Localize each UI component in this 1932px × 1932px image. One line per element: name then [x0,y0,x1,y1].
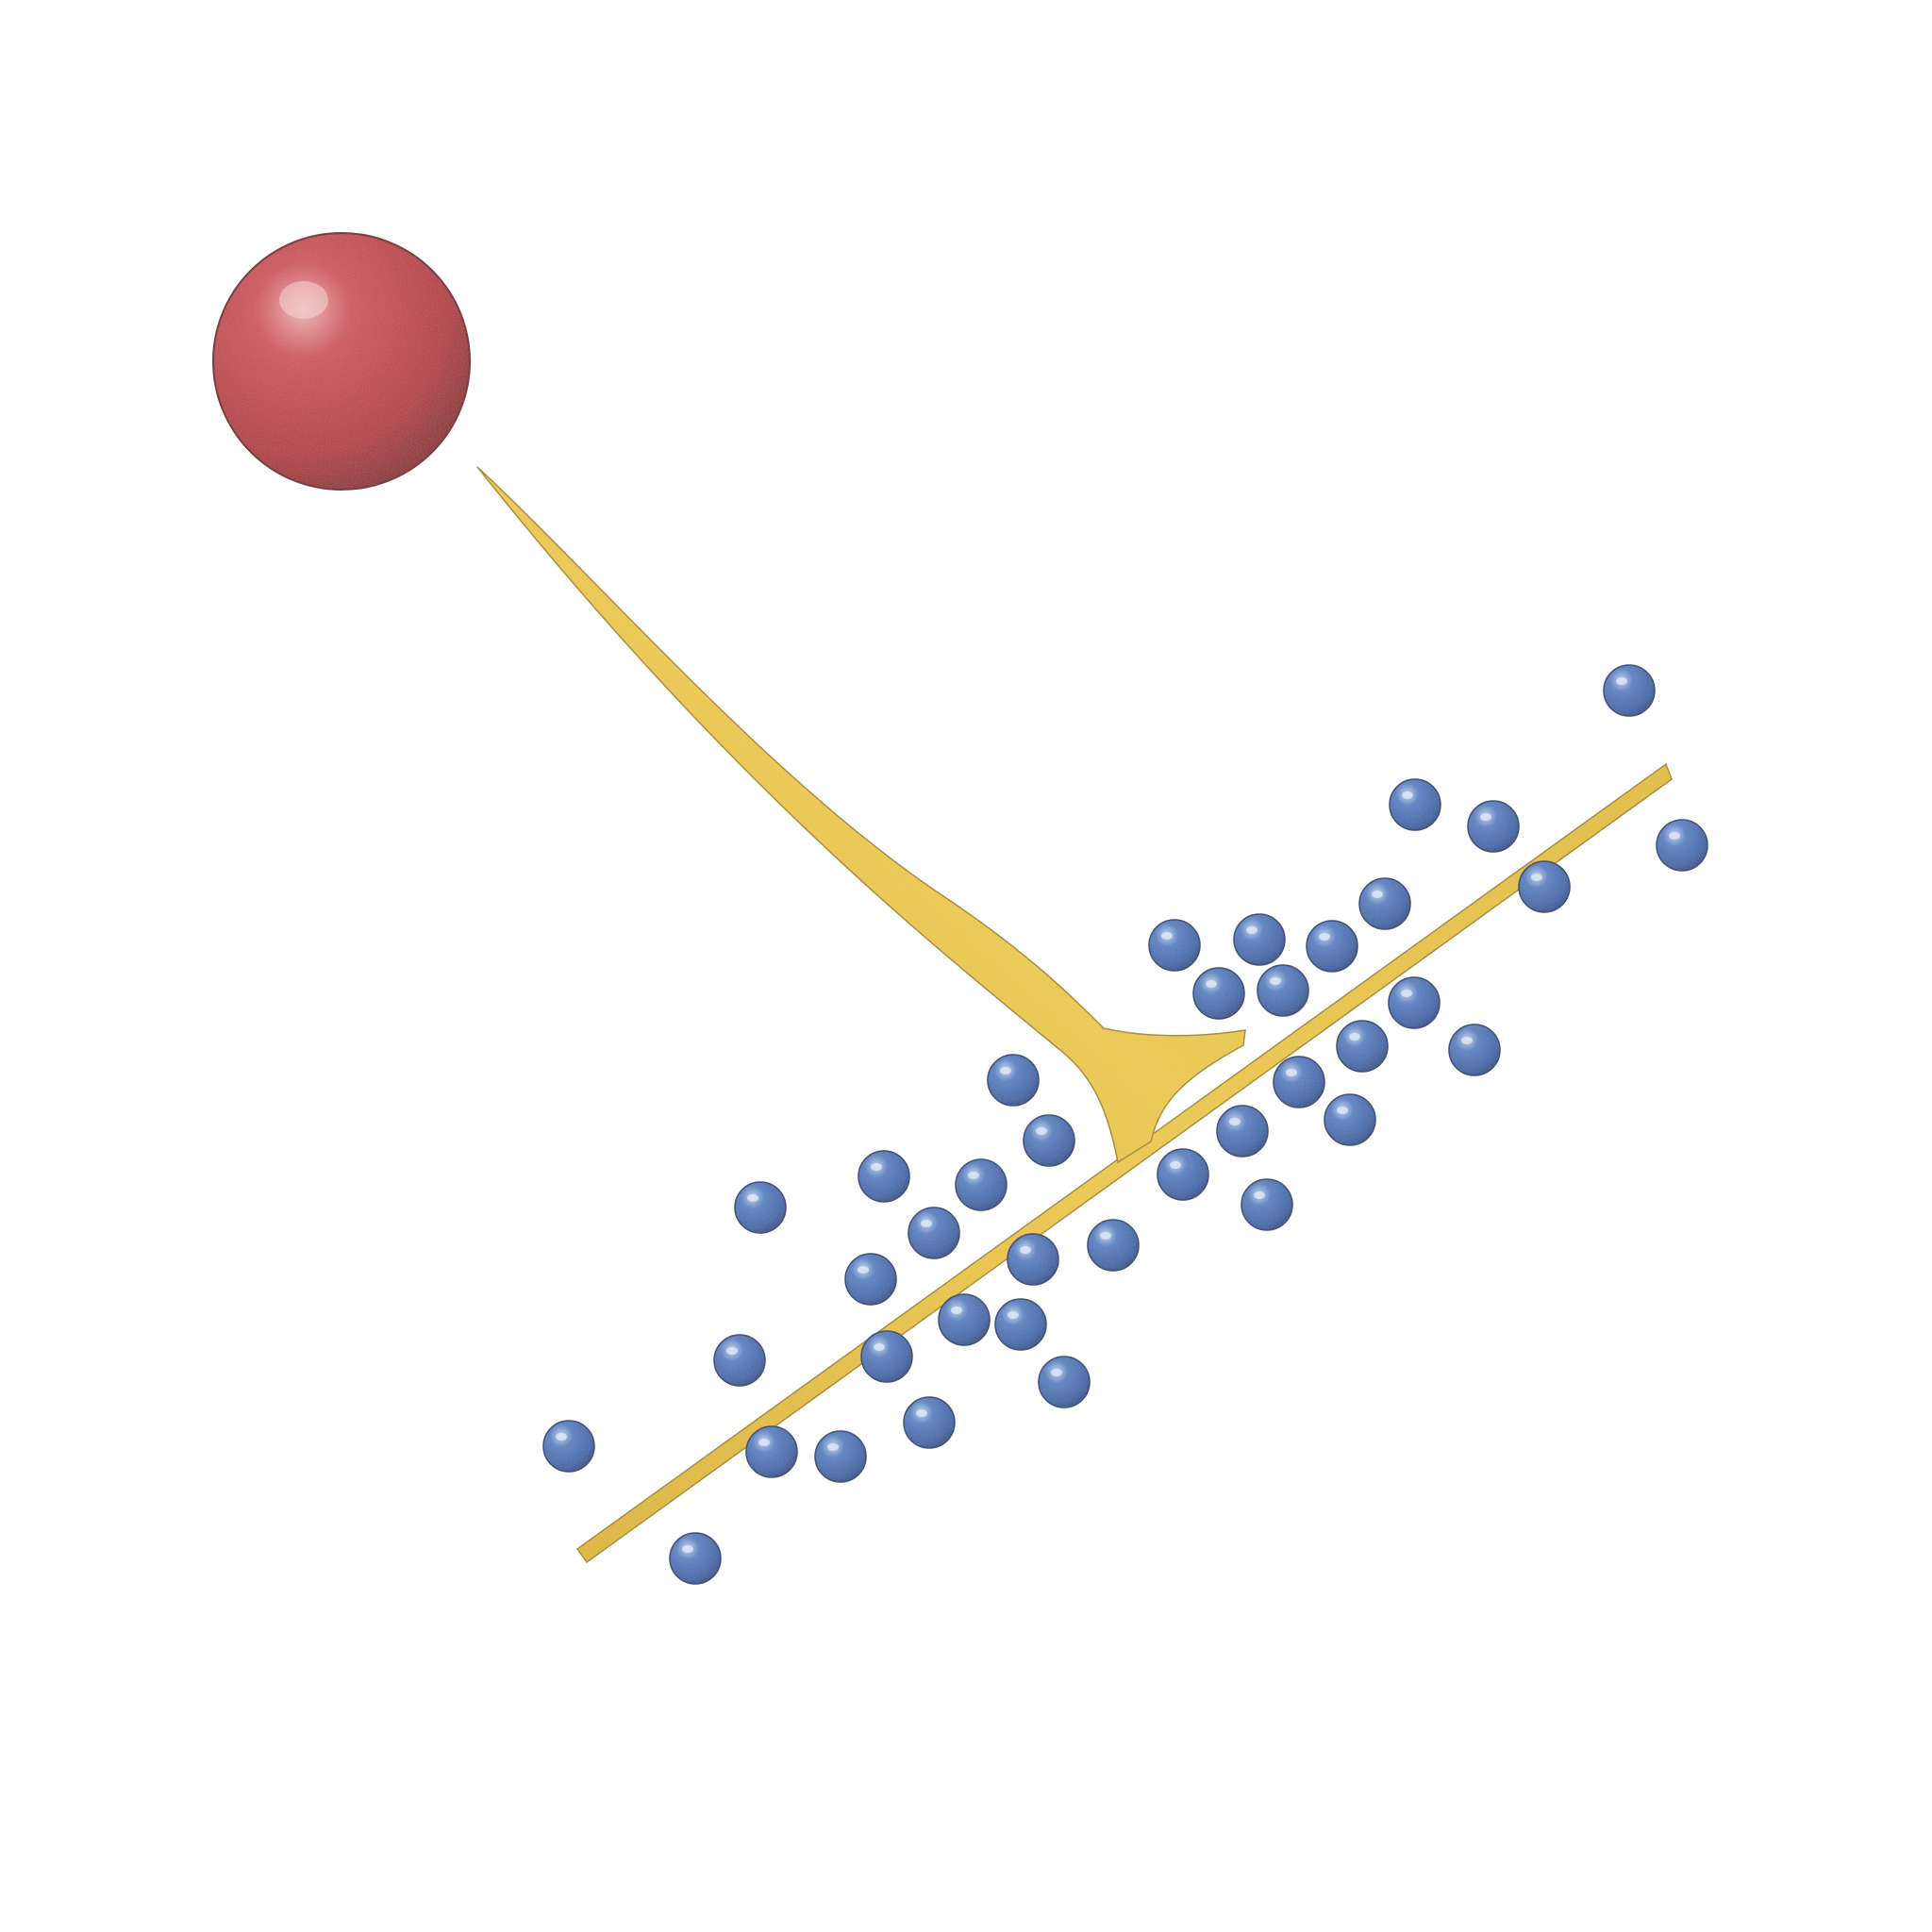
inlier-sphere [1087,1219,1140,1272]
inlier-sphere [1358,877,1411,930]
inlier-sphere [1157,1148,1209,1201]
inlier-sphere [1148,919,1201,972]
inlier-sphere [1273,1056,1325,1108]
inlier-sphere [669,1532,722,1585]
inlier-sphere [1389,778,1441,831]
inlier-sphere [542,1420,595,1473]
inlier-sphere [1023,1114,1075,1167]
inlier-sphere [1257,964,1309,1017]
inlier-sphere [987,1054,1040,1107]
inlier-sphere [1336,1020,1389,1073]
inlier-sphere [745,1425,798,1478]
regression-line [575,762,1673,1564]
inlier-sphere [903,1396,956,1449]
inlier-sphere [1448,1024,1501,1076]
inlier-sphere [1038,1356,1091,1408]
inlier-sphere [1192,967,1245,1020]
inlier-sphere [713,1334,766,1387]
inlier-sphere [1388,976,1441,1029]
residual-connector [476,466,1246,1164]
inlier-sphere [908,1207,960,1259]
inlier-sphere [1216,1105,1269,1158]
inlier-sphere [1467,800,1520,853]
inlier-sphere [1306,920,1358,973]
inlier-sphere [844,1253,897,1306]
inlier-sphere [814,1430,867,1483]
inlier-sphere [955,1158,1008,1211]
inlier-sphere [1518,860,1571,913]
inlier-sphere [860,1330,913,1383]
inlier-sphere [994,1298,1047,1351]
outlier-sphere [212,232,471,491]
inlier-sphere [1324,1093,1376,1146]
inlier-points [542,664,1708,1585]
inlier-sphere [1241,1178,1293,1231]
inlier-sphere [1656,819,1708,872]
inlier-sphere [1603,664,1656,717]
inlier-sphere [938,1293,991,1346]
inlier-sphere [734,1181,787,1234]
inlier-sphere [1233,913,1286,966]
inlier-sphere [858,1150,910,1203]
inlier-sphere [1007,1233,1059,1286]
